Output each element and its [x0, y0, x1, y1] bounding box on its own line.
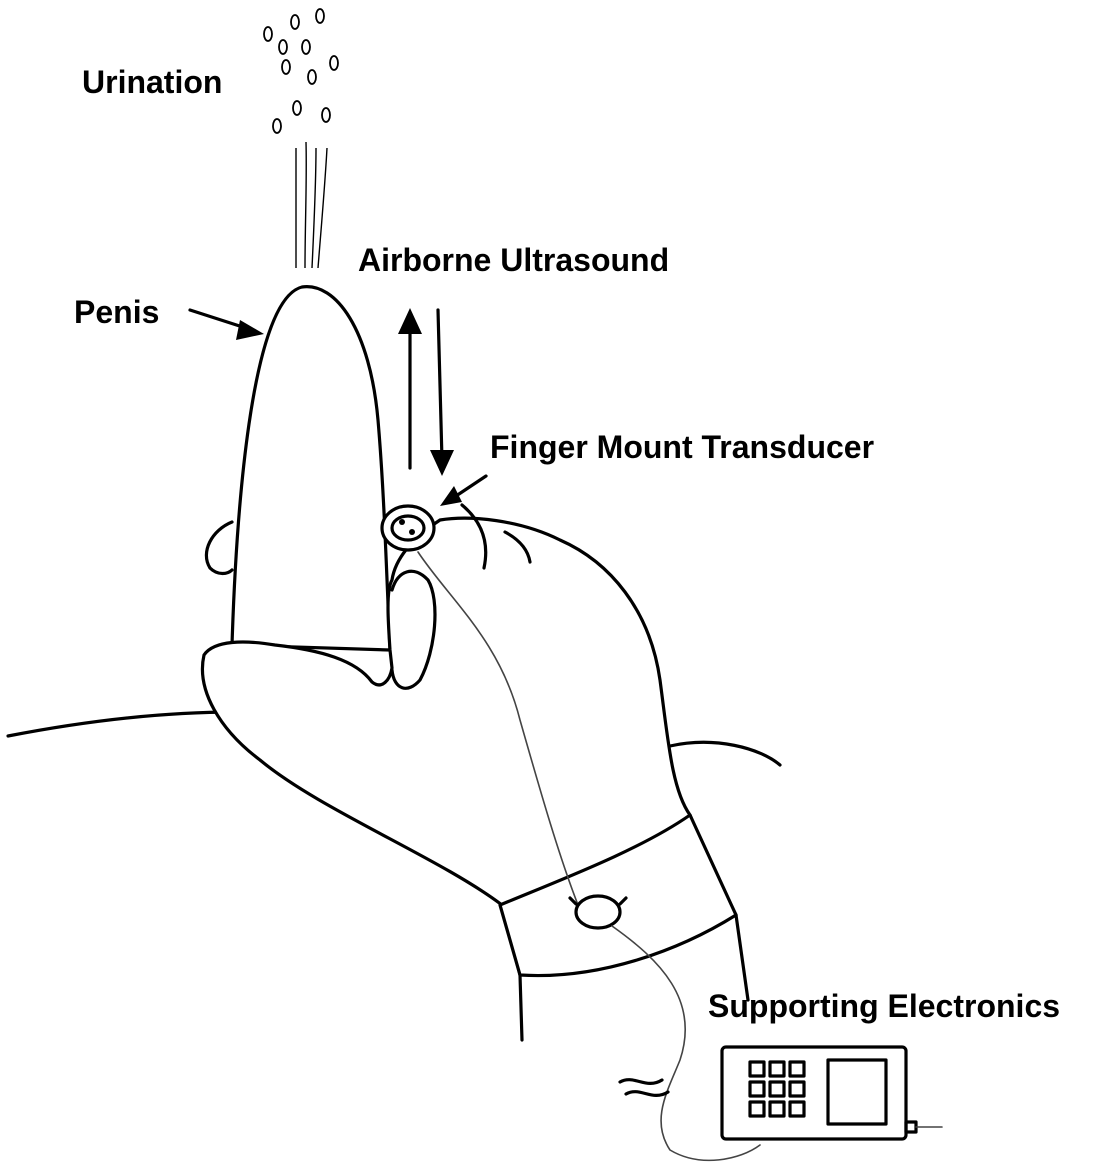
airborne-ultrasound-label: Airborne Ultrasound [358, 244, 669, 276]
supporting-electronics-label: Supporting Electronics [708, 990, 1060, 1022]
sleeve-arm [520, 975, 522, 1040]
cable-break-symbol [620, 1080, 668, 1096]
penis-label: Penis [74, 296, 159, 328]
penis-shape [232, 287, 390, 650]
urination-label: Urination [82, 66, 222, 98]
ultrasound-down-arrow [430, 310, 454, 476]
ultrasound-up-arrow [398, 308, 422, 468]
finger-mount-transducer-label: Finger Mount Transducer [490, 431, 874, 463]
body-outline [8, 712, 236, 736]
body-outline-right [670, 742, 780, 765]
transducer-ring [382, 506, 434, 550]
transducer-pointer-arrow [440, 476, 486, 506]
electronics-box [722, 1047, 942, 1139]
penis-pointer-arrow [190, 310, 264, 340]
urine-droplets [264, 9, 338, 133]
urine-stream [296, 142, 327, 268]
finger-left [206, 522, 232, 574]
